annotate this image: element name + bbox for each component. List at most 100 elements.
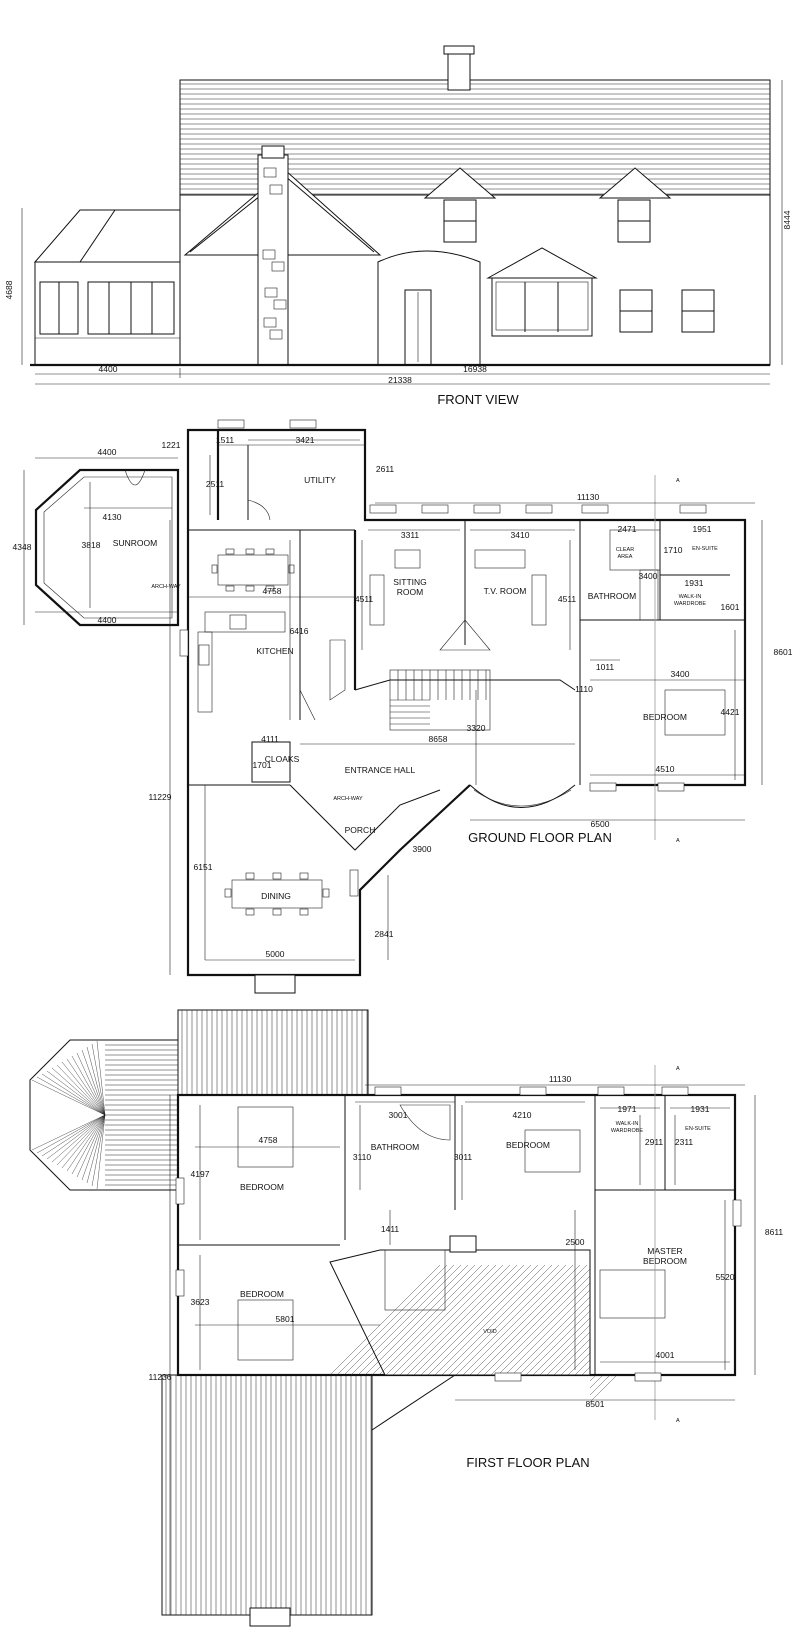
dim-height-right: 8444 [782, 210, 792, 229]
ff-dim-8611: 8611 [765, 1227, 784, 1237]
first-floor-plan: BEDROOM BATHROOM BEDROOM WALK-IN WARDROB… [29, 1009, 784, 1627]
gf-dim-3410: 3410 [511, 530, 530, 540]
ff-dim-3001: 3001 [389, 1110, 408, 1120]
ff-room-ensuite: EN-SUITE [685, 1126, 711, 1132]
ff-dim-2311: 2311 [675, 1137, 694, 1147]
gf-dim-11229: 11229 [148, 792, 171, 802]
ff-dim-1931: 1931 [691, 1104, 710, 1114]
gf-room-cloaks: CLOAKS [265, 754, 300, 764]
gf-dining-table [231, 879, 323, 909]
dim-house-width: 16938 [463, 364, 487, 374]
ff-bed-master [599, 1269, 666, 1319]
gf-kitchen-table [217, 554, 289, 586]
gf-dim-4510: 4510 [656, 764, 675, 774]
chimney [447, 49, 471, 91]
ff-roof-top-lines [181, 1010, 368, 1095]
dormer-gable-left [423, 167, 497, 199]
sunroom-roof [33, 209, 181, 263]
gf-dim-5000: 5000 [266, 949, 285, 959]
ff-dim-3110: 3110 [353, 1152, 372, 1162]
gf-sink [198, 644, 210, 666]
ff-walkin-line1: WALK-IN [616, 1121, 639, 1127]
ff-chimney-breast [449, 1235, 477, 1253]
ff-bed-2 [524, 1129, 581, 1173]
ff-chimney-base [249, 1607, 291, 1627]
gf-dim-4511-b: 4511 [558, 594, 577, 604]
gf-dim-4758: 4758 [263, 586, 282, 596]
gf-archway-label: ARCH-WAY [151, 584, 181, 590]
gf-room-dining: DINING [261, 891, 291, 901]
ff-shower [399, 1104, 451, 1141]
chimney-cap [443, 45, 475, 55]
ff-dim-3623: 3623 [191, 1297, 210, 1307]
ff-void [329, 1249, 591, 1376]
gf-dim-1511: 1511 [216, 435, 235, 445]
ff-dim-2500: 2500 [566, 1237, 585, 1247]
gf-walkin-line2: WARDROBE [674, 601, 707, 607]
gf-sunroom-outline [34, 468, 180, 627]
ff-room-bedroom-3: BEDROOM [240, 1289, 284, 1299]
ff-dim-4758: 4758 [259, 1135, 278, 1145]
ff-dim-3011: 3011 [454, 1152, 473, 1162]
gf-dim-8658: 8658 [429, 734, 448, 744]
ff-dim-1971: 1971 [618, 1104, 637, 1114]
ff-roof-porch [371, 1374, 457, 1431]
gf-dim-4130: 4130 [103, 512, 122, 522]
stone-chimney-cap [261, 145, 285, 159]
gf-clear-area [609, 529, 661, 571]
gf-dim-1951: 1951 [693, 524, 712, 534]
gf-chimney-base [254, 974, 296, 994]
gf-dim-6416: 6416 [290, 626, 309, 636]
ff-dim-5520: 5520 [716, 1272, 735, 1282]
gf-section-a-top: A [676, 478, 680, 484]
front-view-title: FRONT VIEW [437, 392, 519, 407]
gf-sofa-tv [474, 549, 526, 569]
gf-dim-4111: 4111 [261, 734, 279, 744]
gf-bed [664, 689, 726, 736]
gf-room-porch: PORCH [345, 825, 376, 835]
ff-dim-1411: 1411 [381, 1224, 400, 1234]
gf-clear-area-line1: CLEAR [616, 547, 634, 553]
ff-dim-4197: 4197 [191, 1169, 210, 1179]
gf-dim-4511-a: 4511 [355, 594, 374, 604]
ff-bed-3 [237, 1299, 294, 1361]
gf-room-utility: UTILITY [304, 475, 336, 485]
gf-dim-4400-bottom: 4400 [98, 615, 117, 625]
ground-floor-title: GROUND FLOOR PLAN [468, 830, 612, 845]
ff-void-hatch [329, 1264, 618, 1403]
gf-bath [639, 569, 659, 621]
gf-kitchen-chairs [211, 548, 295, 592]
gf-dim-3421: 3421 [296, 435, 315, 445]
ff-bed-1 [237, 1106, 294, 1168]
gf-dim-2841: 2841 [375, 929, 394, 939]
ff-dim-5801: 5801 [276, 1314, 295, 1324]
gf-dim-1110: 1110 [575, 684, 593, 694]
gf-dim-3900: 3900 [413, 844, 432, 854]
ff-roof-bottom-lines [165, 1375, 372, 1615]
ff-room-bathroom: BATHROOM [371, 1142, 419, 1152]
gf-room-kitchen: KITCHEN [256, 646, 293, 656]
ff-windows [175, 1086, 742, 1382]
gf-dim-1601: 1601 [721, 602, 740, 612]
gf-dining-chairs [224, 872, 330, 916]
gf-dim-2471: 2471 [618, 524, 637, 534]
gf-dim-1710: 1710 [664, 545, 683, 555]
gf-kitchen-counter [204, 611, 286, 633]
gf-armchair-sitting [394, 549, 421, 569]
ff-sunroom-roof-lines [31, 1040, 178, 1190]
ff-dim-4210: 4210 [513, 1110, 532, 1120]
gf-room-sunroom: SUNROOM [113, 538, 157, 548]
gf-dim-2611: 2611 [376, 464, 395, 474]
gf-dim-4400-top: 4400 [98, 447, 117, 457]
gf-sofa-sitting [369, 574, 385, 626]
gf-hob [229, 614, 247, 630]
gf-dim-1931: 1931 [685, 578, 704, 588]
gf-bay-window-curve [469, 784, 576, 808]
ff-dim-8501: 8501 [586, 1399, 605, 1409]
gf-dim-11130: 11130 [577, 492, 600, 502]
gf-dim-6151: 6151 [194, 862, 213, 872]
ff-walkin-line2: WARDROBE [611, 1128, 644, 1134]
ff-dim-4001: 4001 [656, 1350, 675, 1360]
gf-room-tv: T.V. ROOM [484, 586, 527, 596]
